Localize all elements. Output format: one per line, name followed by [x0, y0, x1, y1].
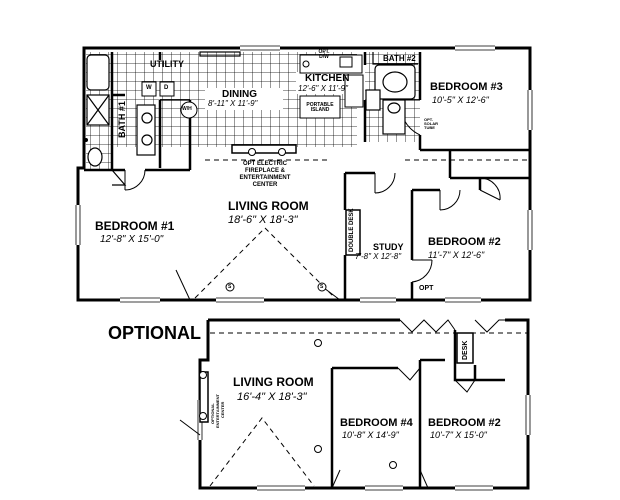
living-label: LIVING ROOM — [228, 199, 309, 213]
optional-plan — [179, 318, 531, 491]
bedroom3-label: BEDROOM #3 — [430, 81, 503, 93]
double-desk-label: DOUBLE DESK — [349, 208, 355, 252]
opt-dw-label: OPT. D/W — [318, 49, 330, 60]
bedroom2-label: BEDROOM #2 — [428, 236, 501, 248]
bath2-label: BATH #2 — [383, 54, 416, 63]
kitchen-fixtures — [299, 54, 364, 119]
study-dim: 7'-8" X 12'-8" — [355, 252, 402, 261]
outlet-symbol-1: S — [228, 284, 232, 290]
windows — [75, 45, 533, 303]
washer-label: W — [146, 85, 152, 91]
optional-interior-walls — [330, 330, 505, 488]
optional-door-swings — [179, 319, 505, 489]
dining-dim: 8'-11" X 11'-9" — [208, 99, 258, 108]
optional-windows — [197, 395, 531, 491]
double-desk — [345, 209, 361, 256]
living-dim: 18'-6" X 18'-3" — [228, 214, 298, 226]
fireplace — [231, 144, 297, 156]
optional-bedroom2-label: BEDROOM #2 — [428, 417, 501, 429]
bedroom1-label: BEDROOM #1 — [95, 219, 175, 233]
optional-living-label: LIVING ROOM — [233, 375, 314, 389]
portable-island-label: PORTABLE ISLAND — [306, 102, 334, 113]
outlets — [84, 138, 327, 292]
bath1-fixtures — [86, 54, 156, 167]
optional-desk-label: DESK — [462, 340, 469, 360]
water-heater-label: W/H — [182, 106, 192, 112]
optional-ceiling-lines — [209, 332, 528, 487]
optional-outlets — [199, 339, 397, 469]
optional-entertainment-label-3: CENTER — [220, 401, 225, 418]
bath2-fixtures — [365, 64, 416, 135]
laundry-fixtures — [141, 81, 198, 119]
outlet-symbol-2: S — [320, 284, 324, 290]
main-plan — [75, 45, 533, 303]
label-bg-kitchen — [296, 72, 354, 94]
opt-label: OPT — [419, 285, 434, 292]
bedroom2-dim: 11'-7" X 12'-6" — [428, 250, 485, 260]
optional-bedroom4-label: BEDROOM #4 — [340, 417, 413, 429]
label-bg-dining — [205, 88, 283, 110]
closets — [111, 51, 418, 186]
study-label: STUDY — [373, 242, 404, 252]
dining-label: DINING — [222, 89, 257, 100]
optional-outer-walls — [198, 318, 530, 490]
bedroom3-dim: 10'-5" X 12'-6" — [432, 95, 489, 105]
optional-bedroom2-dim: 10'-7" X 15'-0" — [430, 430, 487, 440]
ceiling-lines — [194, 159, 530, 299]
bath1-label: BATH #1 — [117, 101, 127, 138]
outer-walls — [76, 46, 532, 302]
kitchen-label: KITCHEN — [305, 73, 350, 84]
dryer-label: D — [164, 85, 169, 91]
solar-tube-label: OPT. SOLAR TUBE — [424, 117, 438, 130]
optional-title: OPTIONAL — [108, 323, 201, 343]
interior-walls — [84, 52, 530, 300]
bedroom1-dim: 12'-8" X 15'-0" — [100, 234, 164, 245]
kitchen-dim: 12'-6" X 11'-9" — [298, 84, 348, 93]
optional-living-dim: 16'-4" X 18'-3" — [237, 391, 307, 403]
optional-bedroom4-dim: 10'-8" X 14'-9" — [342, 430, 399, 440]
fireplace-label-2: FIREPLACE & — [244, 168, 285, 174]
fireplace-label-1: OPT ELECTRIC — [242, 161, 287, 167]
fireplace-label-3: ENTERTAINMENT — [239, 175, 291, 181]
fireplace-label-4: CENTER — [252, 182, 278, 188]
utility-label: UTILITY — [150, 59, 184, 69]
